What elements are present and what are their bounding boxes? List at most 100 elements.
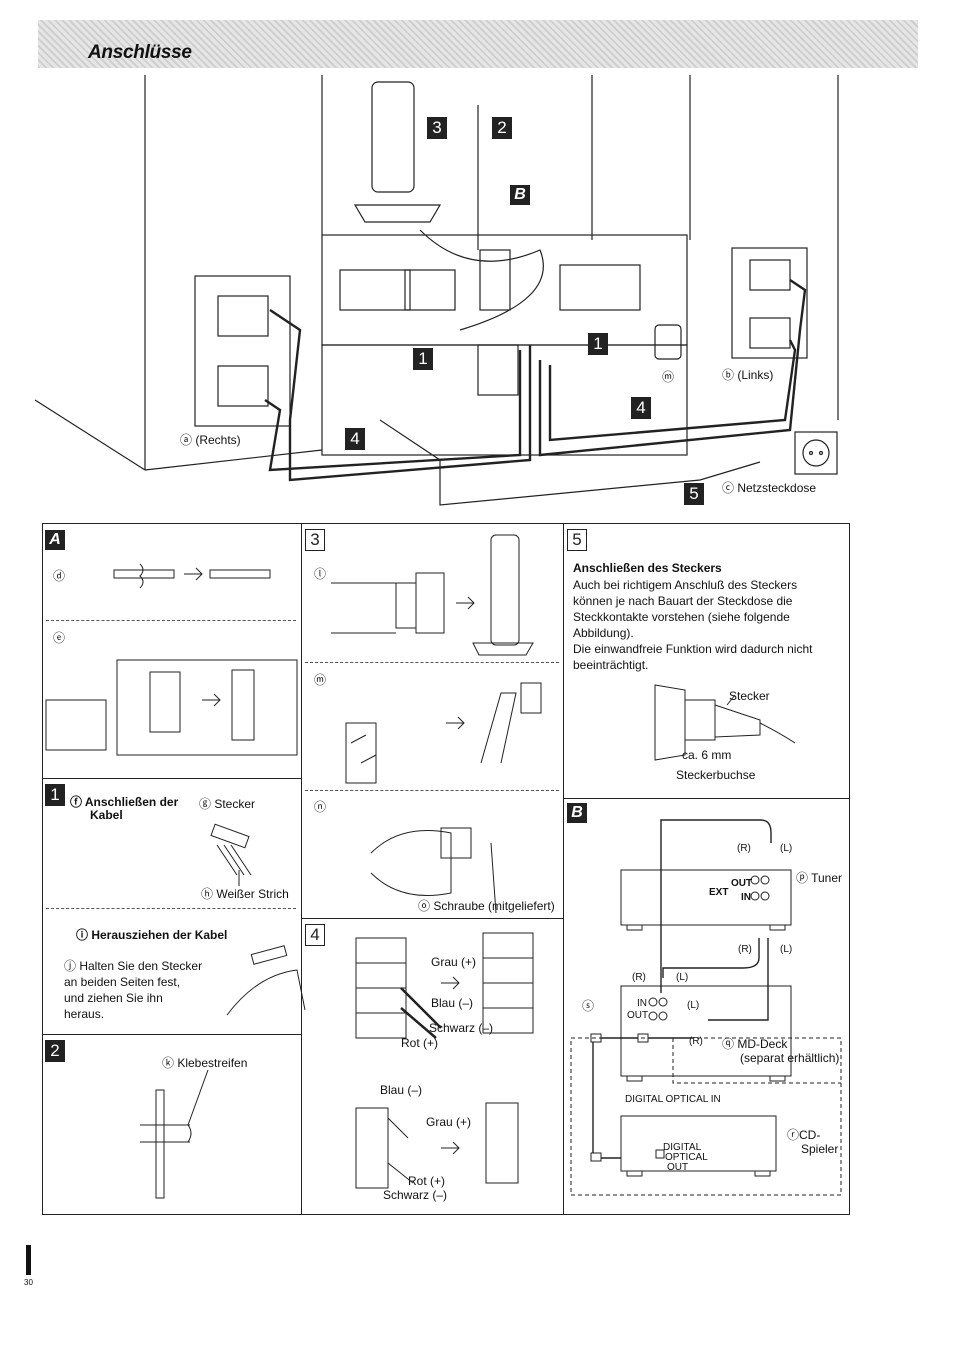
step-badge-5: 5 [684, 483, 704, 505]
title-kabel: Kabel [90, 808, 123, 822]
illustration-2 [140, 1069, 209, 1199]
label-links: ⓑ (Links) [722, 368, 774, 382]
page-title: Anschlüsse [88, 42, 192, 63]
label-cd-optical: OPTICAL [665, 1152, 708, 1163]
label-tuner: ⓟ Tuner [796, 871, 843, 885]
label-grau-plus-2: Grau (+) [426, 1115, 472, 1129]
label-m: ⓜ [314, 673, 327, 687]
label-netzsteckdose: ⓒ Netzsteckdose [722, 481, 817, 495]
label-b-r4: (R) [689, 1036, 703, 1047]
illustration-b [570, 819, 842, 1196]
label-stecker-g: ⓖ Stecker [199, 797, 256, 811]
label-rechts: ⓐ (Rechts) [180, 433, 241, 447]
label-stecker: Stecker [729, 689, 770, 703]
header-band [38, 20, 918, 68]
step-badge-1a: 1 [413, 348, 433, 370]
label-blau-minus-2: Blau (–) [380, 1083, 423, 1097]
text-5-line-2: können je nach Bauart der Steckdose die [573, 594, 793, 608]
label-blau-minus-1: Blau (–) [431, 996, 474, 1010]
label-klebestreifen: ⓚ Klebestreifen [162, 1056, 248, 1070]
divider-a-1 [42, 778, 301, 779]
dash-a [46, 620, 296, 621]
step-badge-3: 3 [427, 117, 447, 139]
label-cd: ⓡCD- [787, 1128, 821, 1142]
label-s: ⓢ [582, 999, 595, 1013]
section-badge-a: A [45, 530, 65, 550]
label-d: ⓓ [53, 569, 66, 583]
page-number: 30 [24, 1278, 33, 1287]
text-5-line-5: Die einwandfreie Funktion wird dadurch n… [573, 642, 813, 656]
text-j: ⓙ Halten Sie den Stecker an beiden Seite… [64, 958, 202, 1022]
label-cd-out: OUT [667, 1162, 689, 1173]
label-schwarz-minus-2: Schwarz (–) [383, 1188, 448, 1202]
section-badge-2: 2 [45, 1040, 65, 1062]
label-cd-digital: DIGITAL [663, 1142, 702, 1153]
label-tuner-in: IN [741, 892, 751, 903]
label-ext: EXT [709, 887, 729, 898]
label-6mm: ca. 6 mm [682, 748, 732, 762]
step-badge-1b: 1 [588, 333, 608, 355]
instruction-grid [42, 523, 850, 1215]
label-b-r2: (R) [738, 944, 752, 955]
label-b-l1: (L) [780, 843, 793, 854]
step-badge-2: 2 [492, 117, 512, 139]
label-b-r3: (R) [632, 972, 646, 983]
label-tuner-out: OUT [731, 878, 753, 889]
text-5-line-3: Steckkontakte vorstehen (siehe folgende [573, 610, 790, 624]
section-badge-1: 1 [45, 784, 65, 806]
label-m-top: ⓜ [662, 370, 675, 384]
label-grau-plus-1: Grau (+) [431, 955, 477, 969]
text-j-line-2: an beiden Seiten fest, [64, 975, 181, 989]
label-rot-plus-1: Rot (+) [401, 1036, 439, 1050]
label-b-l3: (L) [676, 972, 689, 983]
label-b-l2: (L) [780, 944, 793, 955]
connection-diagram [34, 75, 839, 506]
text-5-line-1: Auch bei richtigem Anschluß des Steckers [573, 578, 798, 592]
dash-1 [46, 908, 296, 909]
dash-3b [305, 790, 559, 791]
step-badge-4b: 4 [631, 397, 651, 419]
label-b-r1: (R) [737, 843, 751, 854]
label-digital-in: DIGITAL OPTICAL IN [625, 1094, 721, 1105]
label-steckerbuchse: Steckerbuchse [676, 768, 756, 782]
label-spieler: Spieler [801, 1142, 839, 1156]
section-badge-b: B [567, 803, 587, 823]
text-5-line-6: beeinträchtigt. [573, 658, 649, 672]
text-5: Auch bei richtigem Anschluß des Steckers… [573, 577, 812, 673]
divider-1-2 [42, 1034, 301, 1035]
title-anschliessen-steckers: Anschließen des Steckers [573, 561, 722, 575]
label-md-out: OUT [627, 1010, 649, 1021]
title-herausziehen: ⓘ Herausziehen der Kabel [76, 928, 228, 942]
label-n: ⓝ [314, 800, 327, 814]
label-md-in: IN [637, 998, 647, 1009]
text-j-line-1: ⓙ Halten Sie den Stecker [64, 959, 203, 973]
step-badge-b: B [510, 185, 530, 205]
illustration-3 [331, 534, 542, 914]
label-e: ⓔ [53, 631, 66, 645]
text-5-line-4: Abbildung). [573, 626, 634, 640]
text-j-line-4: heraus. [64, 1007, 105, 1021]
illustration-4 [355, 932, 534, 1189]
divider-col-2 [563, 523, 564, 1215]
illustration-a [45, 563, 298, 756]
title-anschliessen-kabel: ⓕ Anschließen der [70, 795, 179, 809]
step-badge-4a: 4 [345, 428, 365, 450]
label-l: ⓛ [314, 567, 327, 581]
label-schraube: ⓞ Schraube (mitgeliefert) [418, 899, 555, 913]
page-edge-bar [26, 1245, 31, 1275]
section-badge-5: 5 [567, 529, 587, 551]
divider-5-b [563, 798, 850, 799]
section-badge-3: 3 [305, 529, 325, 551]
label-separat: (separat erhältlich) [740, 1051, 840, 1065]
text-j-line-3: und ziehen Sie ihn [64, 991, 163, 1005]
label-rot-plus-2: Rot (+) [408, 1174, 446, 1188]
illustration-1 [210, 823, 306, 1016]
label-b-l4: (L) [687, 1000, 700, 1011]
section-badge-4: 4 [305, 924, 325, 946]
illustration-5 [654, 684, 796, 761]
label-md-deck: ⓠ MD-Deck [722, 1037, 788, 1051]
label-weisser-strich: ⓗ Weißer Strich [201, 887, 289, 901]
divider-3-4 [301, 918, 563, 919]
dash-3a [305, 662, 559, 663]
label-schwarz-minus-1: Schwarz (–) [429, 1021, 494, 1035]
